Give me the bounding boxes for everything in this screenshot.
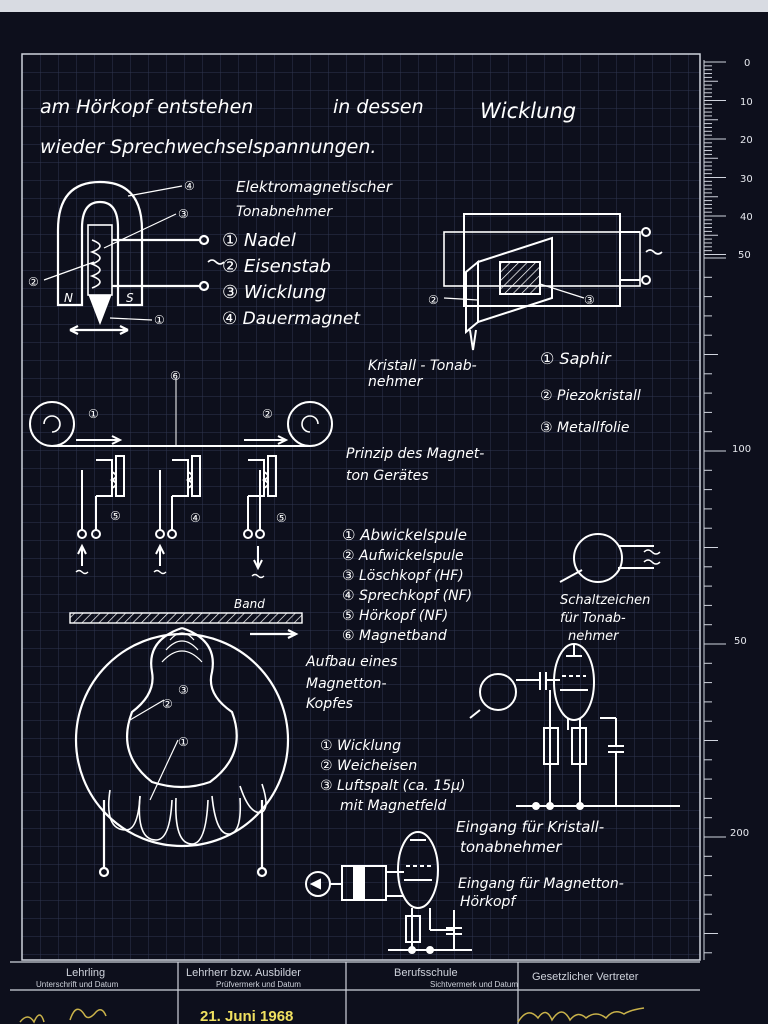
- crystal-input-circuit: [469, 643, 680, 810]
- tape-title-2: ton Gerätes: [346, 468, 429, 484]
- ruler-labels: 0 10 20 30 40 50 100 50 200: [730, 58, 753, 839]
- em-item: ② Eisenstab: [222, 256, 331, 277]
- magnet-input-label-2: Hörkopf: [460, 894, 517, 910]
- date-stamp: 21. Juni 1968: [200, 1008, 293, 1024]
- ruler-label: 50: [738, 250, 751, 261]
- footer-col3-sub: Sichtvermerk und Datum: [430, 980, 518, 989]
- tape-item: ⑤ Hörkopf (NF): [342, 608, 448, 624]
- crystal-item: ② Piezokristall: [540, 388, 641, 404]
- crystal-title-1: Kristall - Tonab-: [368, 358, 477, 374]
- magnetic-input-circuit: [305, 831, 472, 954]
- footer-col1-title: Lehrling: [66, 967, 105, 979]
- symbol-title-1: Schaltzeichen: [560, 593, 650, 608]
- crystal-callout: ③: [584, 293, 595, 307]
- em-title-1: Elektromagnetischer: [236, 178, 393, 196]
- head-item: ② Weicheisen: [320, 758, 417, 774]
- tape-item: ③ Löschkopf (HF): [342, 568, 464, 584]
- footer-col1-sub: Unterschrift und Datum: [36, 980, 119, 989]
- head-title-1: Aufbau eines: [305, 654, 397, 670]
- em-title-2: Tonabnehmer: [236, 204, 333, 220]
- pole-n: N: [64, 291, 73, 305]
- tape-callout: ⑤: [110, 509, 121, 523]
- em-item: ① Nadel: [222, 230, 296, 251]
- tape-item: ① Abwickelspule: [342, 526, 467, 544]
- crystal-item: ③ Metallfolie: [540, 420, 629, 436]
- pickup-symbol: [559, 533, 661, 583]
- head-item: ③ Luftspalt (ca. 15μ): [320, 778, 466, 794]
- head-title-2: Magnetton-: [306, 676, 387, 692]
- footer-col4-title: Gesetzlicher Vertreter: [532, 971, 639, 983]
- tape-recorder-diagram: [29, 378, 333, 579]
- crystal-pickup-diagram: [443, 213, 663, 351]
- ruler-label: 50: [734, 636, 747, 647]
- tape-title-1: Prinzip des Magnet-: [346, 446, 484, 462]
- crystal-title-2: nehmer: [368, 374, 424, 390]
- head-callout: ①: [178, 735, 189, 749]
- head-title-3: Kopfes: [306, 696, 353, 712]
- tape-item: ② Aufwickelspule: [342, 548, 464, 564]
- pole-s: S: [126, 291, 134, 305]
- ruler-label: 30: [740, 174, 753, 185]
- crystal-item: ① Saphir: [540, 349, 612, 368]
- grid-area: [21, 53, 701, 961]
- footer-col2-sub: Prüfvermerk und Datum: [216, 980, 301, 989]
- tape-callout: ⑥: [170, 369, 181, 383]
- em-callout: ④: [184, 179, 195, 193]
- tape-callout: ①: [88, 407, 99, 421]
- ruler-label: 20: [740, 135, 753, 146]
- em-callout: ③: [178, 207, 189, 221]
- head-callout: ②: [162, 697, 173, 711]
- crystal-input-label-2: tonabnehmer: [460, 838, 562, 856]
- head-item: mit Magnetfeld: [340, 798, 446, 814]
- footer-col3-title: Berufsschule: [394, 967, 458, 979]
- em-item: ③ Wicklung: [222, 282, 326, 303]
- em-callout: ①: [154, 313, 165, 327]
- signature-guardian: [517, 1007, 645, 1023]
- em-item: ④ Dauermagnet: [222, 309, 361, 329]
- tape-callout: ④: [190, 511, 201, 525]
- heading-line1-a: am Hörkopf entstehen: [40, 96, 253, 118]
- ruler-label: 10: [740, 97, 753, 108]
- magnetic-head-diagram: [69, 612, 303, 878]
- magnet-input-label-1: Eingang für Magnetton-: [458, 876, 624, 892]
- signature-apprentice: [19, 1008, 107, 1024]
- head-item: ① Wicklung: [320, 738, 401, 754]
- heading-line1-b: in dessen: [333, 96, 424, 118]
- em-callout: ②: [28, 275, 39, 289]
- ruler-label: 0: [744, 58, 750, 69]
- ruler-label: 200: [730, 828, 749, 839]
- crystal-input-label-1: Eingang für Kristall-: [456, 818, 604, 836]
- heading-line2: wieder Sprechwechselspannungen.: [40, 136, 376, 158]
- scale-ruler: [703, 60, 726, 960]
- crystal-callout: ②: [428, 293, 439, 307]
- ruler-label: 40: [740, 212, 753, 223]
- footer-col2-title: Lehrherr bzw. Ausbilder: [186, 967, 301, 979]
- symbol-title-3: nehmer: [568, 629, 620, 644]
- symbol-title-2: für Tonab-: [560, 611, 626, 626]
- head-callout: ③: [178, 683, 189, 697]
- tape-item: ④ Sprechkopf (NF): [342, 588, 472, 604]
- ruler-label: 100: [732, 444, 751, 455]
- top-border-strip: [0, 0, 768, 12]
- band-label: Band: [234, 597, 265, 611]
- em-pickup-diagram: [43, 180, 225, 335]
- footer-table: [10, 961, 700, 1024]
- heading-line1-c: Wicklung: [480, 99, 576, 123]
- blueprint-sheet: 0 10 20 30 40 50 100 50 200 am Hörkopf e…: [0, 12, 768, 1024]
- tape-callout: ⑤: [276, 511, 287, 525]
- tape-callout: ②: [262, 407, 273, 421]
- tape-item: ⑥ Magnetband: [342, 628, 447, 644]
